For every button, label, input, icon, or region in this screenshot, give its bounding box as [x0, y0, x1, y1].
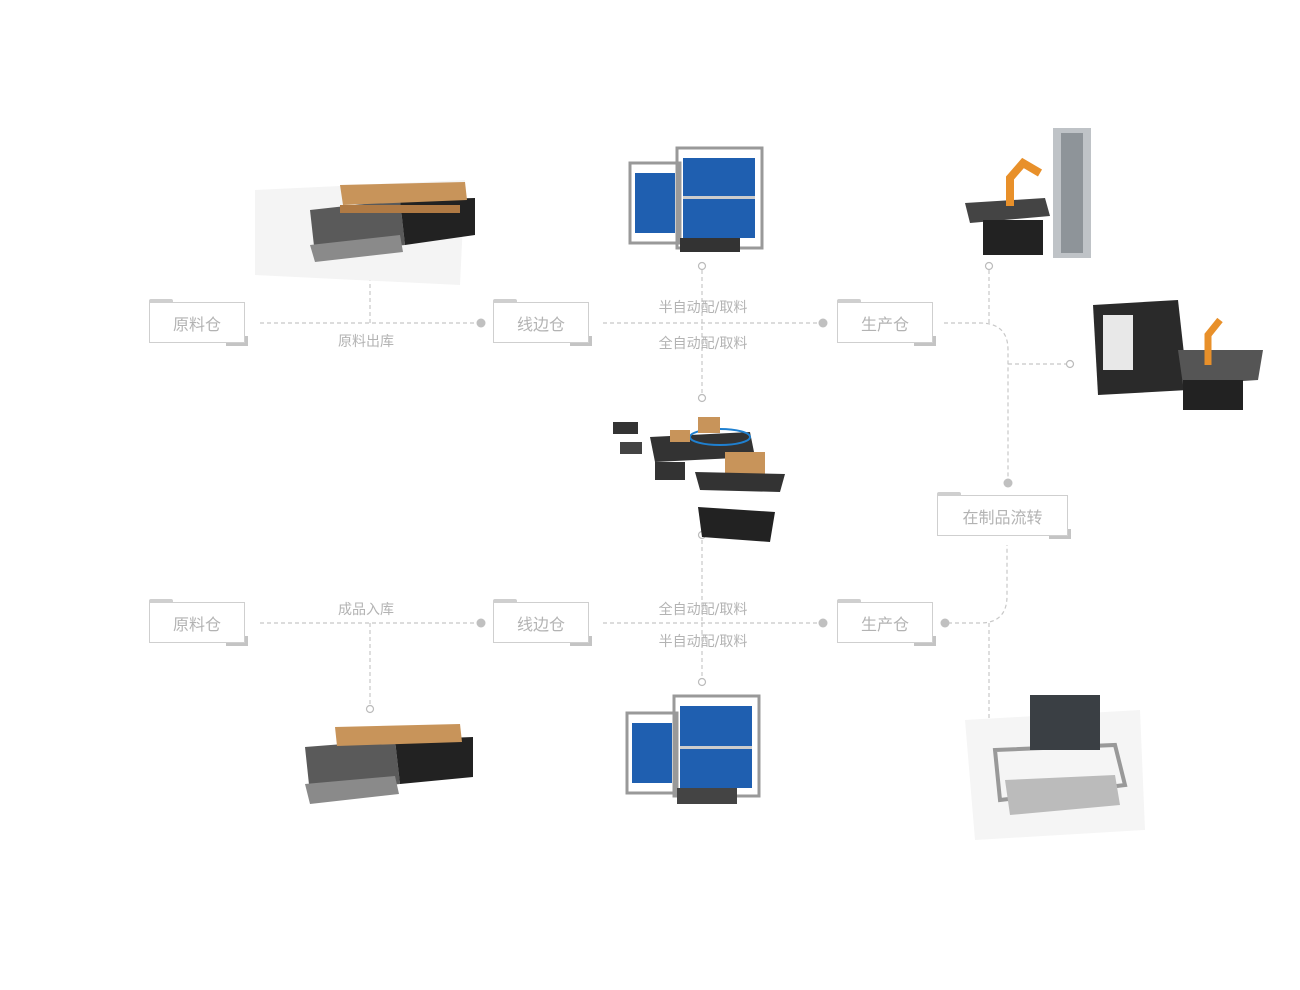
edge-label-raw-out: 原料出库 — [338, 334, 394, 350]
node-wip-transfer: 在制品流转 — [937, 492, 1071, 539]
node-label: 线边仓 — [516, 314, 565, 334]
pallet-agv-image — [255, 180, 475, 285]
edge-label-semi-auto: 半自动配/取料 — [658, 300, 748, 316]
node-line-side-warehouse: 线边仓 — [493, 299, 592, 346]
edge-label-full-auto: 全自动配/取料 — [658, 336, 748, 352]
node-line-side-warehouse-bottom: 线边仓 — [493, 599, 592, 646]
robot-arm-station-image — [965, 128, 1091, 258]
node-label: 原料仓 — [172, 314, 221, 334]
edge-label-finished-in: 成品入库 — [338, 602, 394, 618]
connector-dot — [476, 618, 486, 628]
node-production-warehouse-bottom: 生产仓 — [837, 599, 936, 646]
node-raw-material-warehouse-bottom: 原料仓 — [149, 599, 248, 646]
connector-dot — [1003, 478, 1013, 488]
node-raw-material-warehouse: 原料仓 — [149, 299, 248, 346]
edge-label-full-auto-bottom: 全自动配/取料 — [658, 602, 748, 618]
node-label: 生产仓 — [860, 314, 909, 334]
node-label: 生产仓 — [860, 614, 909, 634]
node-production-warehouse: 生产仓 — [837, 299, 936, 346]
edge-label-semi-auto-bottom: 半自动配/取料 — [658, 634, 748, 650]
node-label: 线边仓 — [516, 614, 565, 634]
connector-dot — [818, 618, 828, 628]
node-label: 在制品流转 — [962, 507, 1043, 527]
connector-dot — [940, 618, 950, 628]
node-label: 原料仓 — [172, 614, 221, 634]
shelf-agv-image — [625, 694, 761, 804]
connector-dot — [818, 318, 828, 328]
conveyor-agv-image — [613, 417, 785, 542]
engine-agv-image — [965, 695, 1145, 840]
cnc-machine-image — [1093, 300, 1263, 410]
shelf-agv-image — [628, 146, 764, 252]
pallet-agv-image — [305, 724, 473, 804]
connector-dot — [476, 318, 486, 328]
